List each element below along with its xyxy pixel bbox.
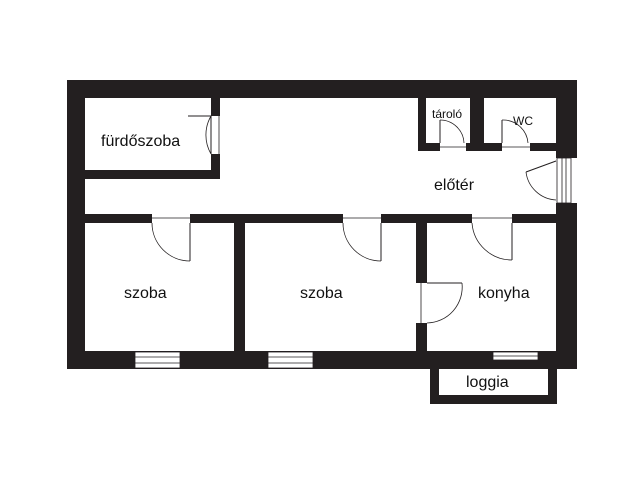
label-storage: tároló (432, 107, 462, 121)
label-room1: szoba (124, 285, 167, 302)
outer-wall-top (67, 80, 577, 98)
outer-wall-right-upper (556, 80, 577, 158)
doors (151, 115, 557, 324)
outer-wall-right-lower (556, 203, 577, 369)
hallway-wall-bottom (85, 214, 556, 223)
door-kitchen-top (471, 214, 513, 261)
label-wc: WC (513, 114, 533, 128)
storage-wall-bottom (418, 143, 556, 151)
window-room2 (267, 351, 314, 369)
loggia-wall-left (430, 360, 439, 404)
label-bathroom: fürdőszoba (101, 133, 180, 150)
label-room2: szoba (300, 285, 343, 302)
door-wc (501, 119, 530, 151)
door-hallway-right (525, 160, 557, 201)
storage-wall-left (418, 98, 426, 151)
window-hallway-right (556, 157, 572, 204)
loggia-walls (430, 360, 557, 404)
window-room1 (134, 351, 181, 369)
label-kitchen: konyha (478, 285, 530, 302)
loggia-wall-bottom (430, 395, 557, 404)
windows (134, 157, 572, 369)
divider-room1-room2 (234, 223, 245, 351)
label-loggia: loggia (466, 374, 509, 391)
door-room2 (342, 214, 382, 262)
loggia-wall-right (548, 360, 557, 404)
outer-wall-bottom (67, 351, 577, 369)
outer-wall-left (67, 80, 85, 369)
outer-walls (67, 80, 577, 369)
door-room1 (151, 214, 191, 262)
door-storage (439, 119, 466, 151)
label-hallway: előtér (434, 177, 475, 194)
door-kitchen-side (416, 282, 463, 324)
window-kitchen (492, 351, 539, 361)
loggia-floor (439, 369, 548, 395)
room-labels: fürdőszoba tároló WC előtér szoba szoba … (101, 107, 533, 391)
storage-wall-right (470, 98, 484, 151)
door-bathroom (188, 115, 220, 155)
bathroom-wall-bottom (85, 170, 220, 179)
